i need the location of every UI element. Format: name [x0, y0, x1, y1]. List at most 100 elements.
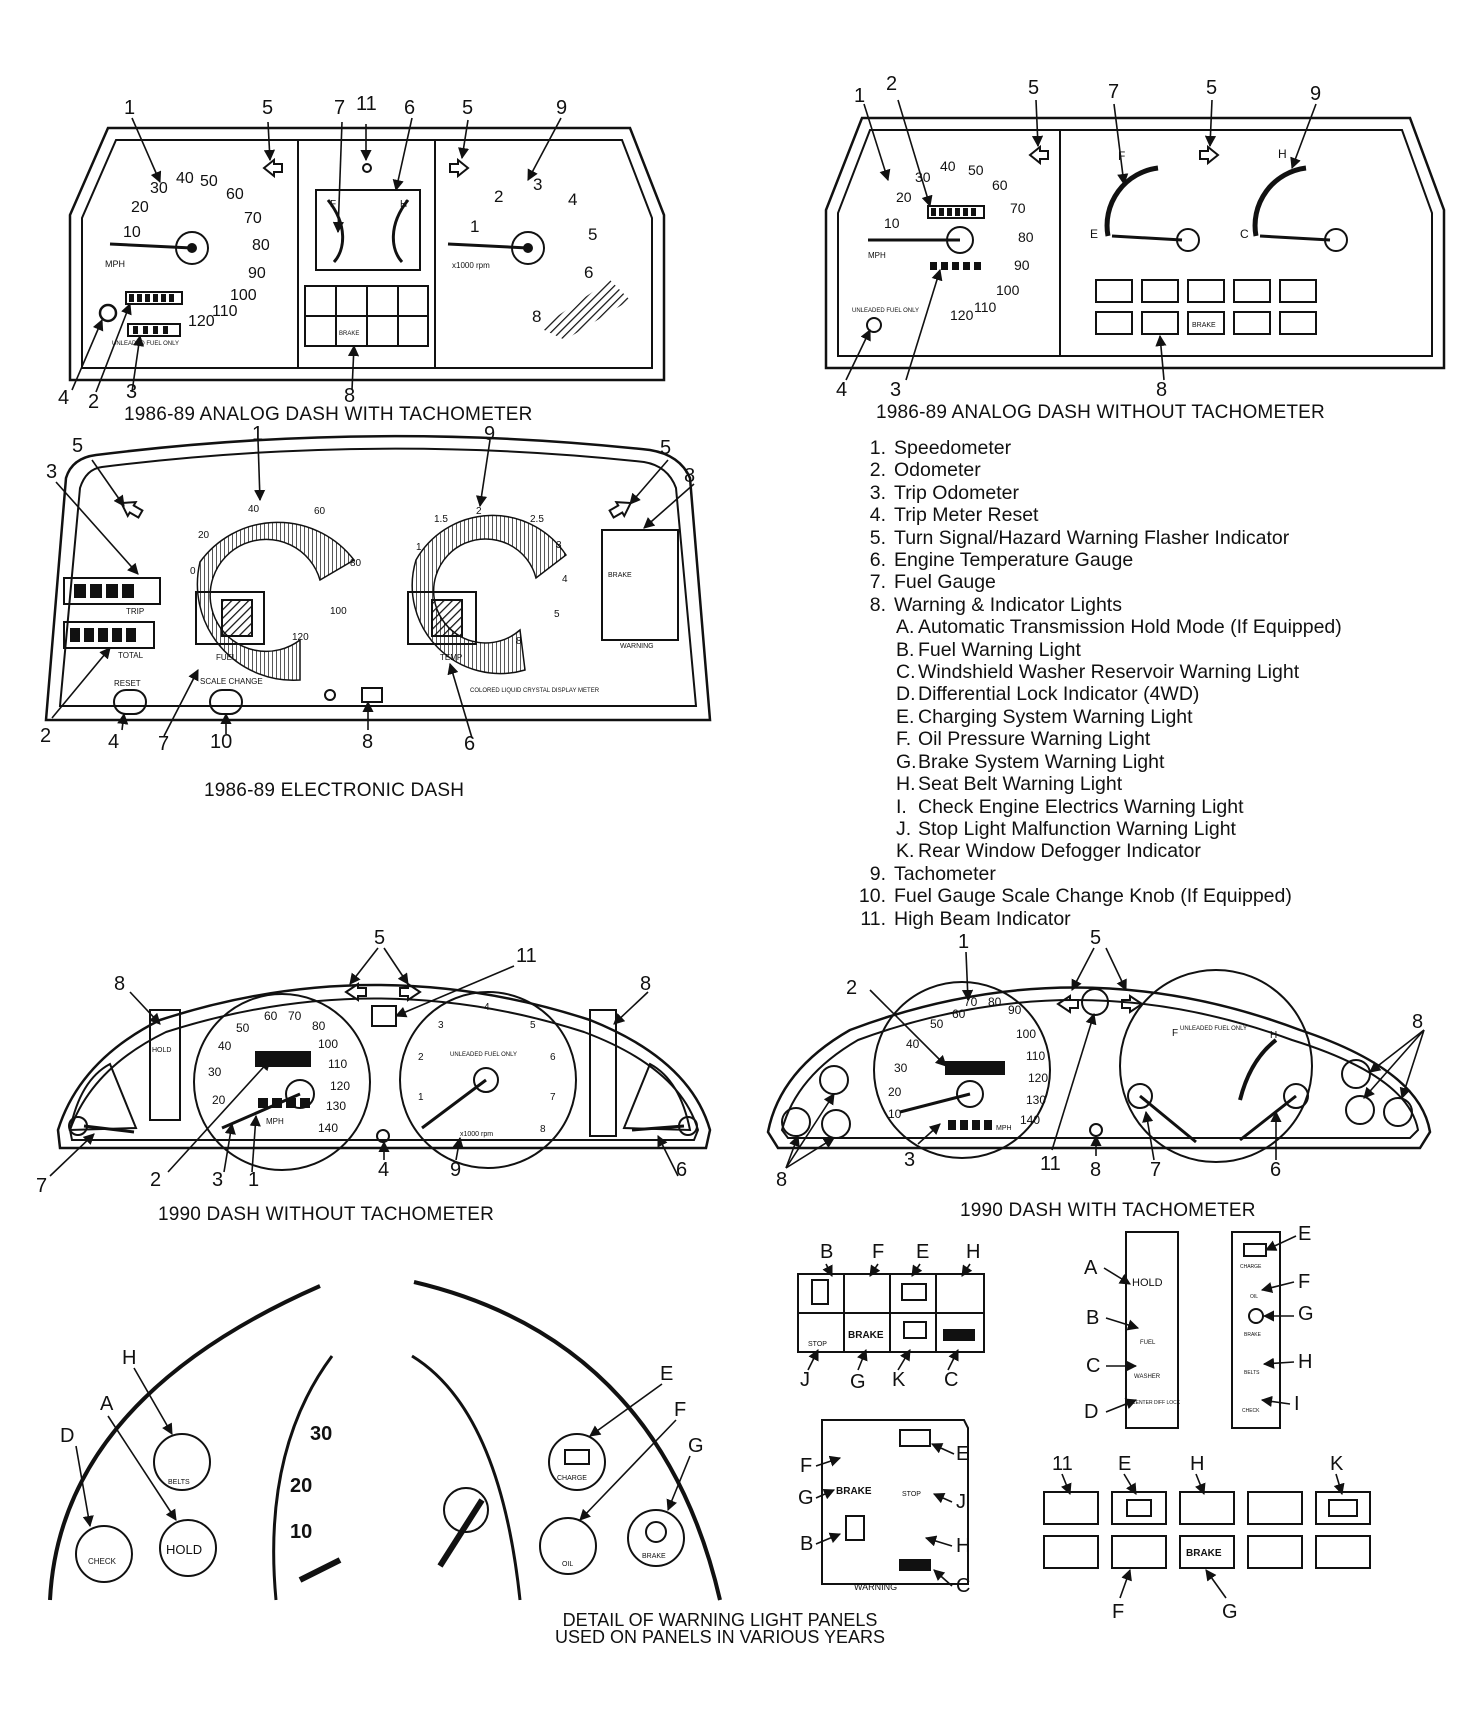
lcd-speed-tick: 100 — [330, 606, 347, 617]
callout: A — [1084, 1257, 1098, 1279]
total-label: TOTAL — [118, 651, 144, 660]
charge-label: CHARGE — [1240, 1264, 1262, 1270]
analog-dash-without-tach: 10 20 30 40 50 60 70 80 90 100 110 120 M… — [824, 116, 1446, 370]
mph-label: MPH — [105, 259, 125, 269]
check-label: CHECK — [1242, 1408, 1260, 1414]
legend-subitem: B.Fuel Warning Light — [896, 638, 1081, 661]
callout: D — [60, 1425, 74, 1447]
speed-tick: 60 — [264, 1009, 278, 1023]
belts-label: BELTS — [1244, 1370, 1260, 1376]
callout: 5 — [1206, 77, 1217, 99]
cutaway-speed-tick: 30 — [310, 1423, 332, 1445]
dash-1990-without-tach: 20 30 40 50 60 70 80 100 110 120 130 140… — [56, 982, 712, 1171]
legend: 1.Speedometer 2.Odometer 3.Trip Odometer… — [852, 437, 1342, 930]
legend-item: 8.Warning & Indicator Lights — [869, 593, 1122, 616]
callout: 1 — [252, 423, 263, 445]
legend-subitem: G.Brake System Warning Light — [896, 750, 1165, 773]
check-engine-light — [75, 1525, 133, 1583]
callout: 3 — [890, 379, 901, 401]
callout: 8 — [1090, 1159, 1101, 1181]
lcd-tach-tick: 3 — [556, 540, 562, 551]
callout: 9 — [484, 423, 495, 445]
callout: 3 — [904, 1149, 915, 1171]
callout: H — [1298, 1351, 1312, 1373]
tach-tick: 8 — [532, 307, 541, 326]
detail-strip-left: HOLD FUEL WASHER CENTER DIFF LOCK — [1125, 1231, 1181, 1429]
brake-light — [627, 1509, 685, 1567]
callout: G — [1222, 1601, 1238, 1623]
lcd-tach-tick: 1 — [416, 542, 422, 553]
electronic-dash: 0 20 40 60 80 100 120 1 1.5 2 2.5 3 4 5 … — [44, 434, 712, 722]
callout: J — [800, 1369, 810, 1391]
lcd-note: COLORED LIQUID CRYSTAL DISPLAY METER — [470, 688, 600, 694]
callout: 6 — [676, 1159, 687, 1181]
brake-label: BRAKE — [339, 331, 359, 337]
callout: 11 — [516, 945, 537, 967]
callout: H — [956, 1535, 970, 1557]
callout: 8 — [640, 973, 651, 995]
legend-subitem: C.Windshield Washer Reservoir Warning Li… — [896, 661, 1300, 684]
callout: H — [966, 1241, 980, 1263]
lcd-tach-tick: 8 — [516, 636, 522, 647]
speed-tick: 10 — [123, 224, 141, 241]
callout: E — [660, 1363, 673, 1385]
legend-item: 6.Engine Temperature Gauge — [869, 549, 1134, 572]
lcd-speed-tick: 80 — [350, 558, 362, 569]
speed-tick: 100 — [1016, 1027, 1036, 1041]
callout: H — [122, 1347, 136, 1369]
speed-tick: 30 — [150, 180, 168, 197]
speed-tick: 40 — [906, 1037, 920, 1051]
lcd-tach-tick: 5 — [554, 609, 560, 620]
caption-1990-no-tach: 1990 DASH WITHOUT TACHOMETER — [158, 1204, 495, 1225]
callout: 8 — [684, 465, 695, 487]
tach-tick: 5 — [588, 225, 597, 244]
callout: 6 — [1270, 1159, 1281, 1181]
speed-tick: 90 — [1014, 257, 1030, 273]
caption-electronic: 1986-89 ELECTRONIC DASH — [204, 780, 465, 801]
callout: 8 — [362, 731, 373, 753]
speed-tick: 140 — [318, 1121, 338, 1135]
oil-light — [539, 1517, 597, 1575]
speed-tick: 50 — [200, 173, 218, 190]
callout: 3 — [126, 381, 137, 403]
caption-detail-line2: USED ON PANELS IN VARIOUS YEARS — [554, 1627, 886, 1647]
callout: 5 — [660, 437, 671, 459]
speed-tick: 90 — [248, 265, 266, 282]
speed-tick: 120 — [1028, 1071, 1048, 1085]
callout: 2 — [40, 725, 51, 747]
callout: G — [850, 1371, 866, 1393]
speed-tick: 90 — [1008, 1003, 1022, 1017]
callout: 11 — [1052, 1453, 1073, 1475]
callout: F — [674, 1399, 686, 1421]
belts-light — [153, 1433, 211, 1491]
callout: K — [892, 1369, 906, 1391]
warning-light-grid-1: BRAKE — [304, 285, 429, 347]
detail-strip-right: CHARGE OIL BRAKE BELTS CHECK — [1231, 1231, 1281, 1429]
callout: G — [1298, 1303, 1314, 1325]
callout: 1 — [124, 97, 135, 119]
lcd-tach-tick: 1.5 — [434, 514, 448, 525]
speed-tick: 110 — [328, 1057, 347, 1071]
callout: 7 — [36, 1175, 47, 1197]
speed-tick: 60 — [992, 177, 1008, 193]
callout: B — [1086, 1307, 1099, 1329]
speed-tick: 40 — [218, 1039, 232, 1053]
unleaded-label: UNLEADED FUEL ONLY — [450, 1052, 517, 1058]
callout: F — [800, 1455, 812, 1477]
detail-grid-b: BRAKE STOP WARNING — [821, 1419, 969, 1592]
callout: 8 — [776, 1169, 787, 1191]
speed-tick: 70 — [244, 210, 262, 227]
callout: 2 — [88, 391, 99, 413]
speed-tick: 100 — [230, 287, 257, 304]
speed-tick: 20 — [888, 1085, 902, 1099]
trip-label: TRIP — [126, 607, 144, 616]
callout: A — [100, 1393, 114, 1415]
speed-tick: 80 — [988, 995, 1002, 1009]
callout: 5 — [72, 435, 83, 457]
legend-subitem: J.Stop Light Malfunction Warning Light — [896, 817, 1236, 840]
callout: 2 — [150, 1169, 161, 1191]
brake-label: BRAKE — [836, 1486, 872, 1497]
callout: 11 — [356, 93, 377, 115]
warning-panel-electronic — [601, 529, 679, 641]
callout: E — [1118, 1453, 1131, 1475]
